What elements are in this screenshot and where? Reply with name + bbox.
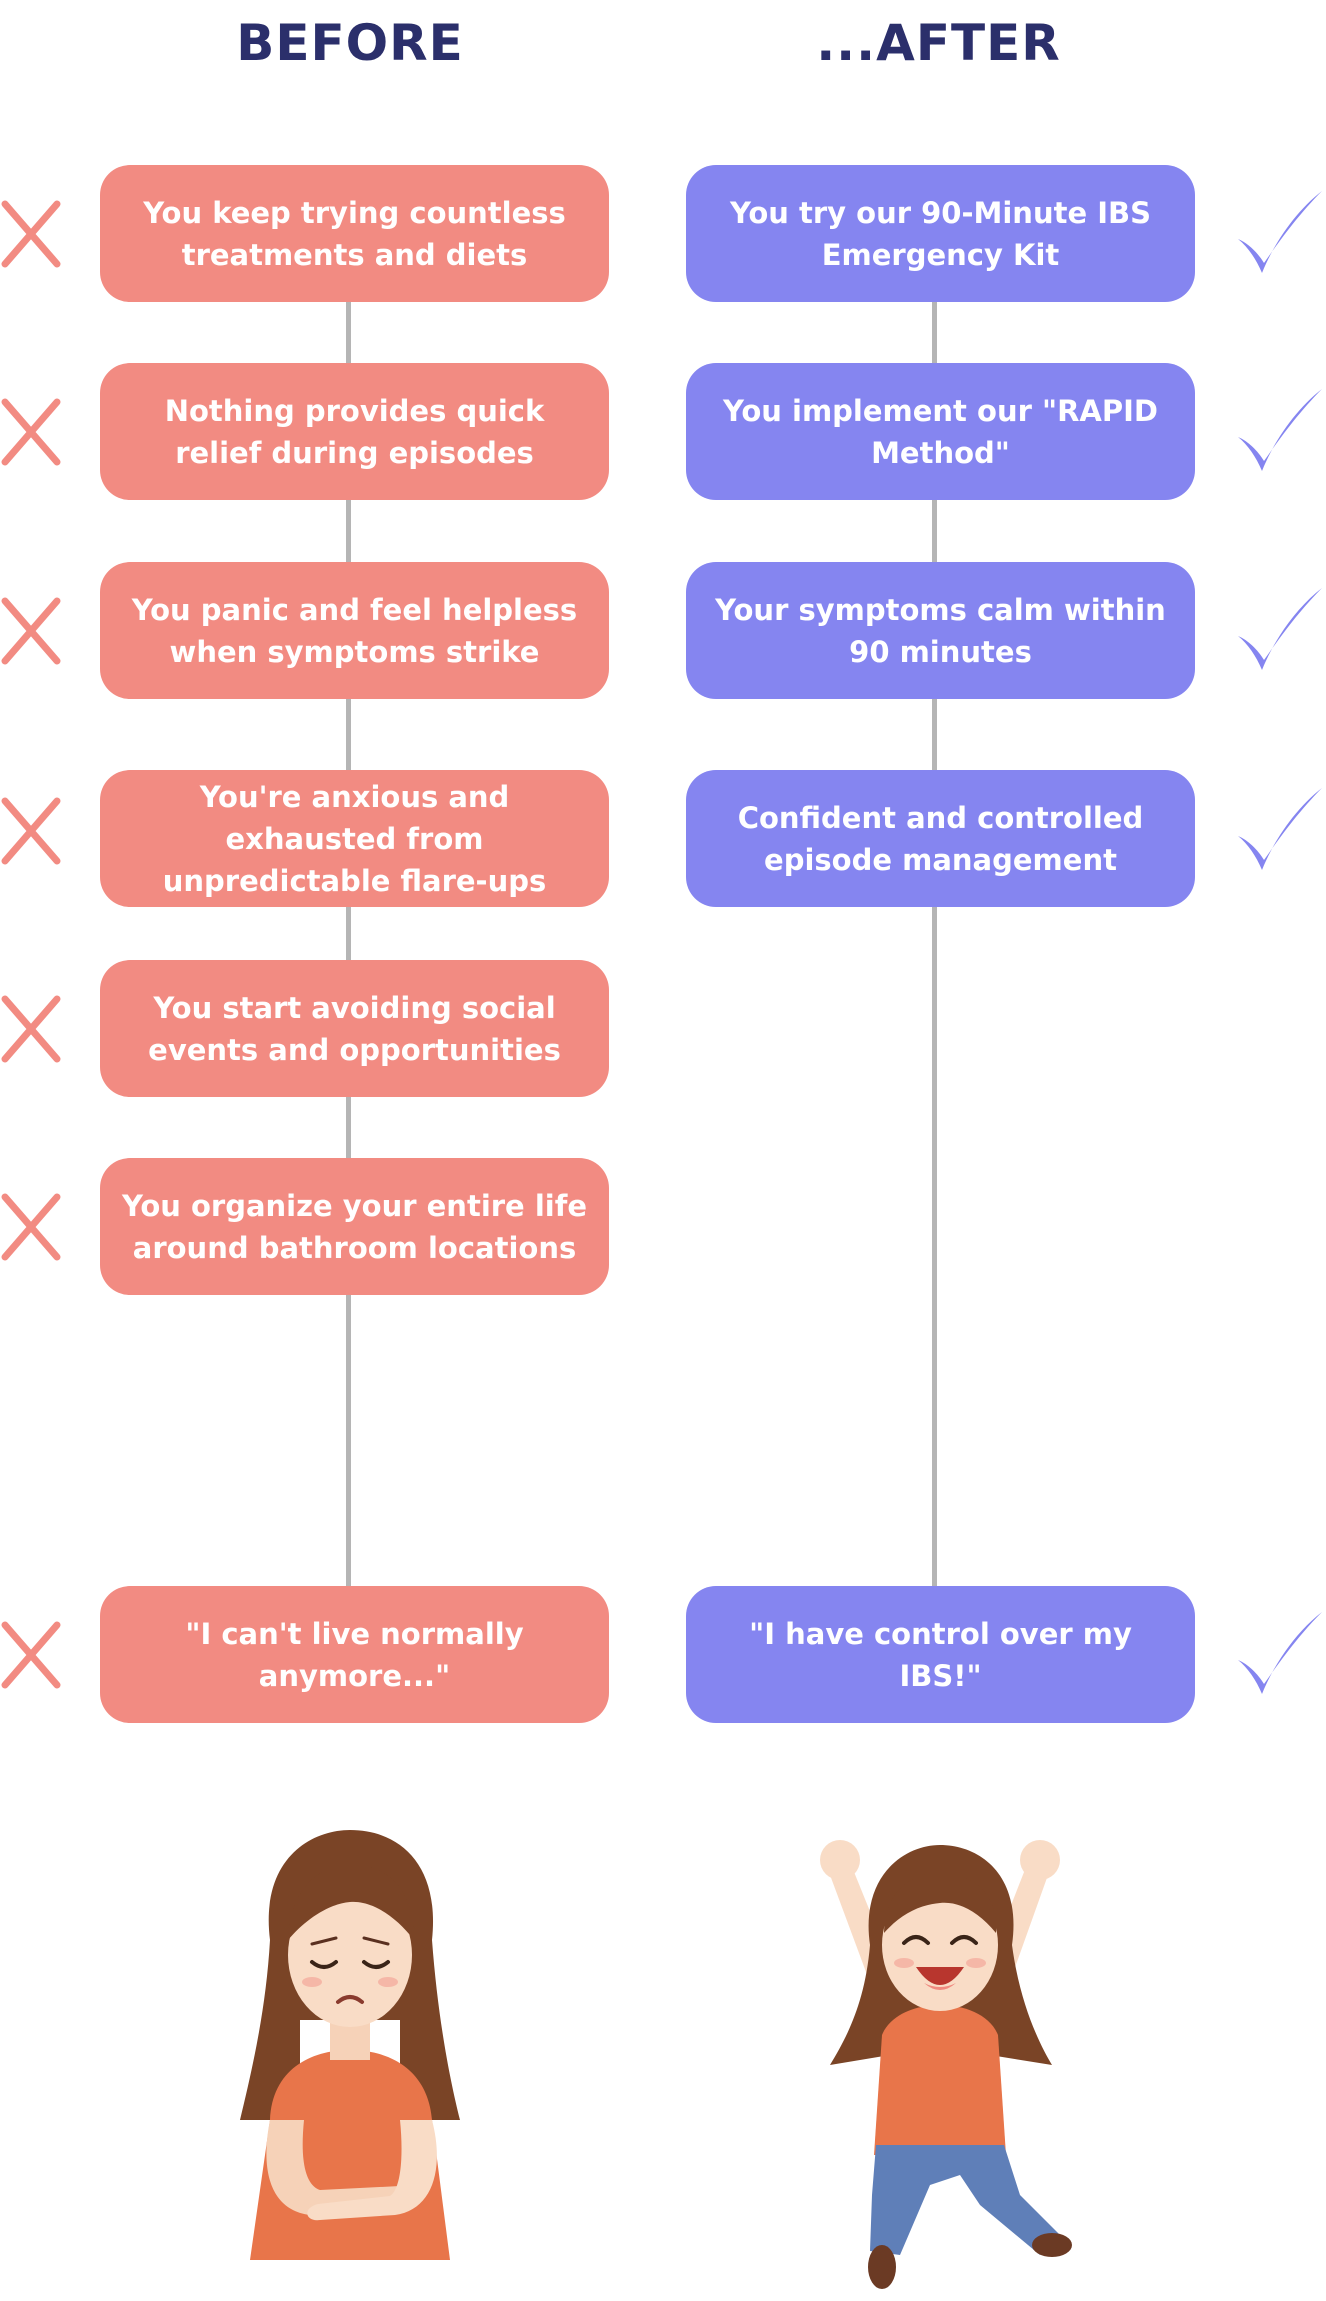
before-step-4: You're anxious and exhausted from unpred… bbox=[100, 770, 609, 907]
before-connector-line bbox=[346, 260, 351, 1600]
cross-icon bbox=[1, 995, 61, 1063]
check-icon bbox=[1238, 788, 1322, 870]
after-heading: ...AFTER bbox=[816, 14, 1061, 72]
check-icon bbox=[1238, 1612, 1322, 1694]
cross-icon bbox=[1, 797, 61, 865]
cross-icon bbox=[1, 200, 61, 268]
happy-girl-illustration bbox=[820, 1840, 1072, 2289]
cross-icon bbox=[1, 1621, 61, 1689]
check-icon bbox=[1238, 588, 1322, 670]
after-step-5: "I have control over my IBS!" bbox=[686, 1586, 1195, 1723]
before-step-5: You start avoiding social events and opp… bbox=[100, 960, 609, 1097]
before-step-2: Nothing provides quick relief during epi… bbox=[100, 363, 609, 500]
check-icon bbox=[1238, 191, 1322, 273]
cross-icon bbox=[1, 398, 61, 466]
after-step-1: You try our 90-Minute IBS Emergency Kit bbox=[686, 165, 1195, 302]
before-step-6: You organize your entire life around bat… bbox=[100, 1158, 609, 1295]
before-step-7: "I can't live normally anymore..." bbox=[100, 1586, 609, 1723]
sad-girl-illustration bbox=[240, 1830, 460, 2260]
before-heading: BEFORE bbox=[236, 14, 464, 72]
check-icon bbox=[1238, 389, 1322, 471]
cross-icon bbox=[1, 597, 61, 665]
after-step-4: Confident and controlled episode managem… bbox=[686, 770, 1195, 907]
after-step-3: Your symptoms calm within 90 minutes bbox=[686, 562, 1195, 699]
before-step-1: You keep trying countless treatments and… bbox=[100, 165, 609, 302]
after-step-2: You implement our "RAPID Method" bbox=[686, 363, 1195, 500]
before-step-3: You panic and feel helpless when symptom… bbox=[100, 562, 609, 699]
cross-icon bbox=[1, 1193, 61, 1261]
after-connector-line bbox=[932, 260, 937, 1600]
